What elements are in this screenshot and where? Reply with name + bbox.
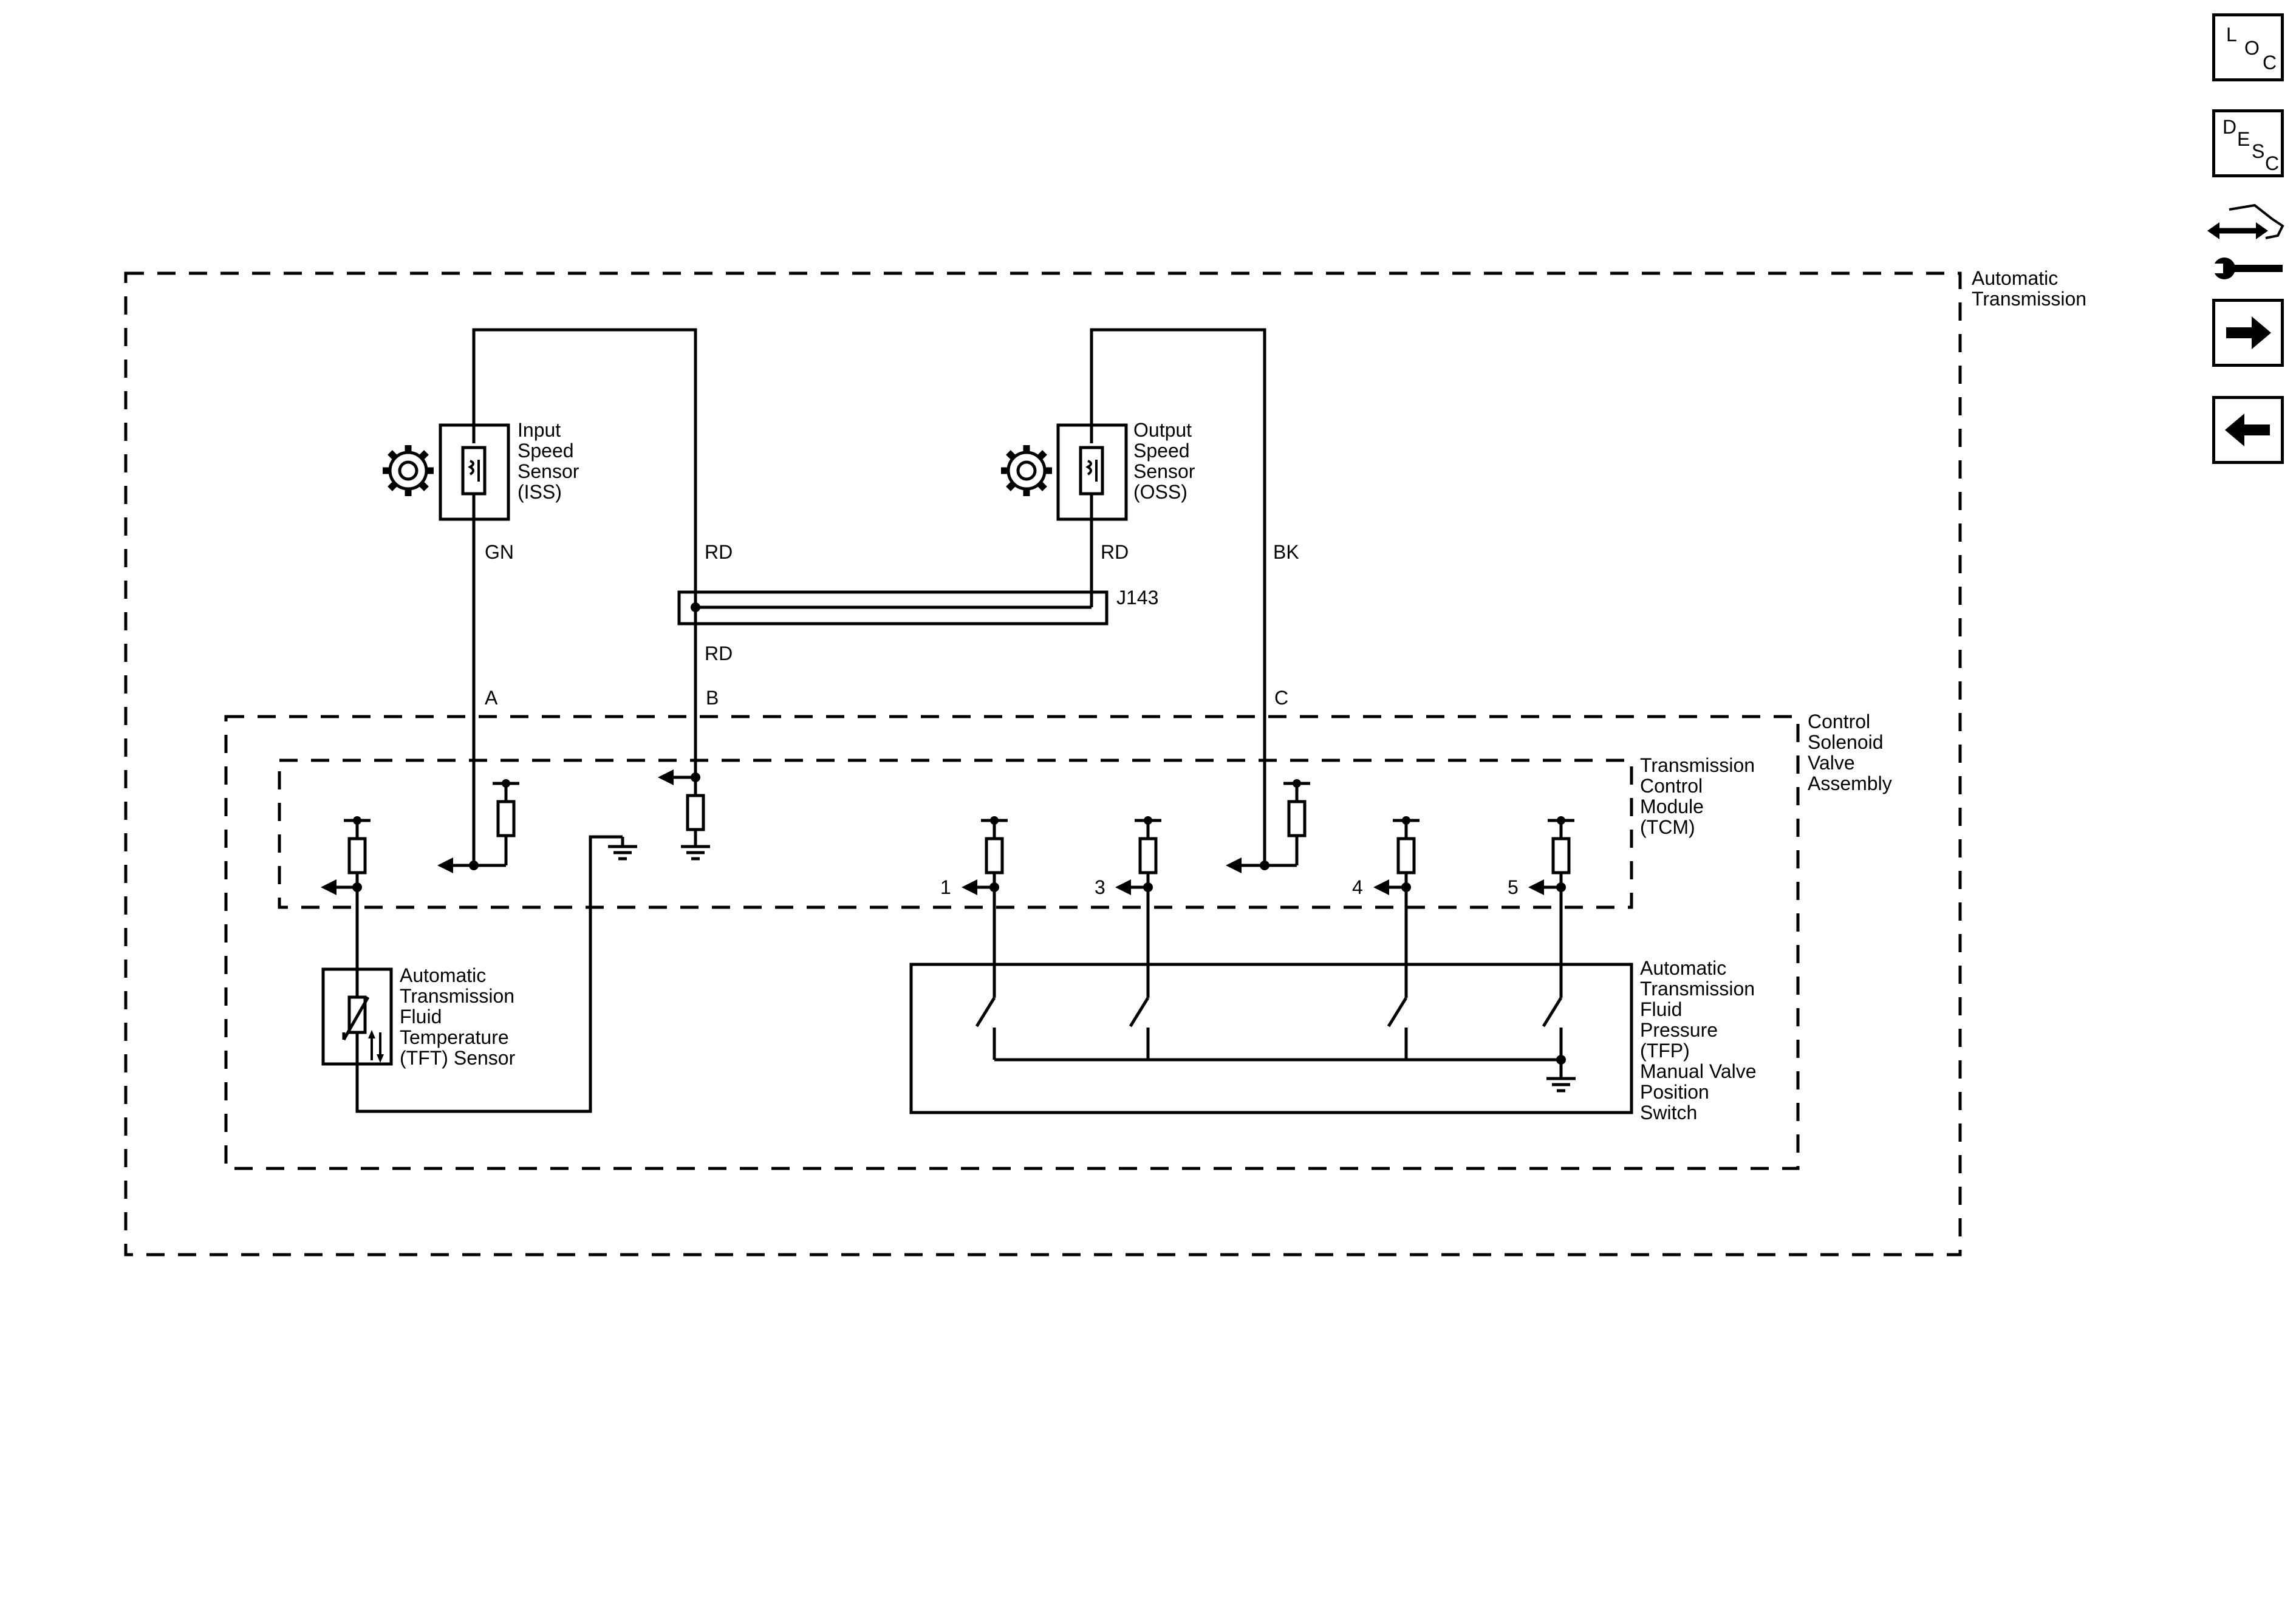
desc-letter-d: D <box>2223 116 2237 138</box>
desc-letter-s: S <box>2252 140 2265 162</box>
oss-pullup-resistor <box>1283 779 1310 850</box>
arrow-right-icon <box>2226 316 2271 349</box>
automatic-transmission-boundary <box>124 271 1962 1256</box>
ground-symbol-tft <box>608 847 637 859</box>
tft-pullup-resistor <box>344 816 371 887</box>
wire-label-rd-below: RD <box>705 643 733 664</box>
wire-label-gn: GN <box>485 541 514 563</box>
tft-sensor <box>321 967 393 1066</box>
wire-label-rd-iss: RD <box>705 541 733 563</box>
loc-letter-c: C <box>2263 52 2277 73</box>
label-automatic-transmission: Automatic Transmission <box>1972 267 2086 310</box>
j143-connector <box>677 590 1109 626</box>
switch4-pullup-resistor <box>1393 816 1420 887</box>
desc-button[interactable]: D E S C <box>2212 109 2284 177</box>
oss-sensor <box>1056 423 1128 521</box>
switch-pin-label-1: 1 <box>940 876 951 898</box>
iss-pullup-resistor <box>493 779 519 850</box>
control-solenoid-boundary <box>224 715 1800 1170</box>
desc-letter-e: E <box>2237 128 2250 150</box>
switch5-pullup-resistor <box>1548 816 1574 887</box>
pin-label-b: B <box>706 687 719 709</box>
loc-button[interactable]: L O C <box>2212 13 2284 81</box>
pin-label-a: A <box>485 687 498 709</box>
tfp-switch-box <box>909 963 1633 1114</box>
previous-page-button[interactable] <box>2212 396 2284 464</box>
switch1-pullup-resistor <box>981 816 1008 887</box>
wire-label-bk: BK <box>1273 541 1299 563</box>
switch-pin-label-5: 5 <box>1508 876 1519 898</box>
label-tfp: Automatic Transmission Fluid Pressure (T… <box>1640 957 1761 1123</box>
arrowheads <box>321 769 1544 895</box>
switch3-pullup-resistor <box>1135 816 1161 887</box>
loc-letter-o: O <box>2244 37 2260 59</box>
splice-dots <box>352 602 1566 1065</box>
oss-gear-icon <box>1001 445 1052 496</box>
arrow-left-icon <box>2225 414 2270 446</box>
tcm-boundary <box>278 759 1633 909</box>
connector-label-j143: J143 <box>1116 587 1158 609</box>
label-tft: Automatic Transmission Fluid Temperature… <box>400 964 520 1069</box>
connector-repair-button[interactable] <box>2205 200 2290 279</box>
wire-label-rd-oss: RD <box>1101 541 1129 563</box>
label-tcm: Transmission Control Module (TCM) <box>1640 754 1760 838</box>
label-control-solenoid: Control Solenoid Valve Assembly <box>1808 711 1892 794</box>
ground-symbol-b <box>681 847 710 859</box>
iss-sensor <box>439 423 510 521</box>
connector-wrench-icon <box>2207 203 2284 279</box>
b-ground-resistor <box>686 794 705 845</box>
iss-gear-icon <box>383 445 434 496</box>
next-page-button[interactable] <box>2212 299 2284 367</box>
desc-letter-c: C <box>2265 152 2280 174</box>
switch-pin-label-3: 3 <box>1095 876 1105 898</box>
ground-symbol-tfp <box>1546 1079 1576 1091</box>
pin-label-c: C <box>1274 687 1288 709</box>
switch-pin-label-4: 4 <box>1352 876 1363 898</box>
loc-letter-l: L <box>2226 24 2237 46</box>
label-oss: Output Speed Sensor (OSS) <box>1133 419 1200 503</box>
label-iss: Input Speed Sensor (ISS) <box>518 419 584 503</box>
